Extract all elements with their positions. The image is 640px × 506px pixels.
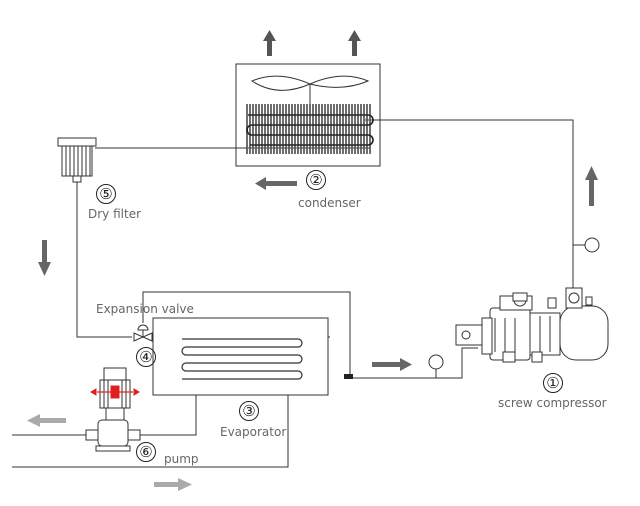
condenser-number: ② — [306, 170, 326, 190]
evaporator-sensor — [344, 374, 353, 379]
compressor-number: ① — [543, 373, 563, 393]
liquid-line-down — [76, 178, 132, 338]
expansion-valve — [133, 324, 153, 342]
discharge-flow-arrow — [585, 166, 598, 206]
suction-flow-arrow — [372, 358, 412, 371]
air-out-arrows — [263, 30, 361, 56]
dry-filter — [57, 137, 97, 183]
condenser-label: condenser — [298, 196, 361, 210]
screw-compressor — [455, 287, 609, 363]
evaporator-unit — [152, 317, 353, 396]
expansion-valve-number: ④ — [136, 347, 156, 367]
pump-number: ⑥ — [136, 442, 156, 462]
dry-filter-number: ⑤ — [96, 184, 116, 204]
pump-motor-accent — [90, 385, 140, 399]
condenser-casing — [235, 63, 381, 167]
discharge-pipe — [365, 119, 574, 295]
evaporator-label: Evaporator — [220, 425, 287, 439]
expansion-valve-label: Expansion valve — [96, 302, 194, 316]
condenser-coil — [246, 114, 374, 146]
evaporator-number: ③ — [239, 401, 259, 421]
water-pump — [85, 367, 141, 452]
suction-gauge — [428, 354, 444, 378]
water-in-arrow — [27, 414, 66, 427]
condenser-unit — [235, 30, 381, 190]
discharge-gauge — [584, 237, 600, 253]
piping — [12, 119, 586, 468]
liquid-flow-arrow — [38, 240, 51, 276]
water-supply-line — [128, 395, 197, 436]
condenser-flow-arrow — [255, 177, 297, 190]
water-out-arrow — [154, 478, 192, 491]
dry-filter-label: Dry filter — [88, 207, 142, 221]
condenser-fin-block — [246, 104, 372, 154]
condenser-fan — [250, 75, 370, 91]
pump-label: pump — [164, 452, 199, 466]
evaporator-coil — [181, 338, 303, 380]
water-outlet-line — [12, 395, 289, 468]
compressor-label: screw compressor — [498, 396, 607, 410]
